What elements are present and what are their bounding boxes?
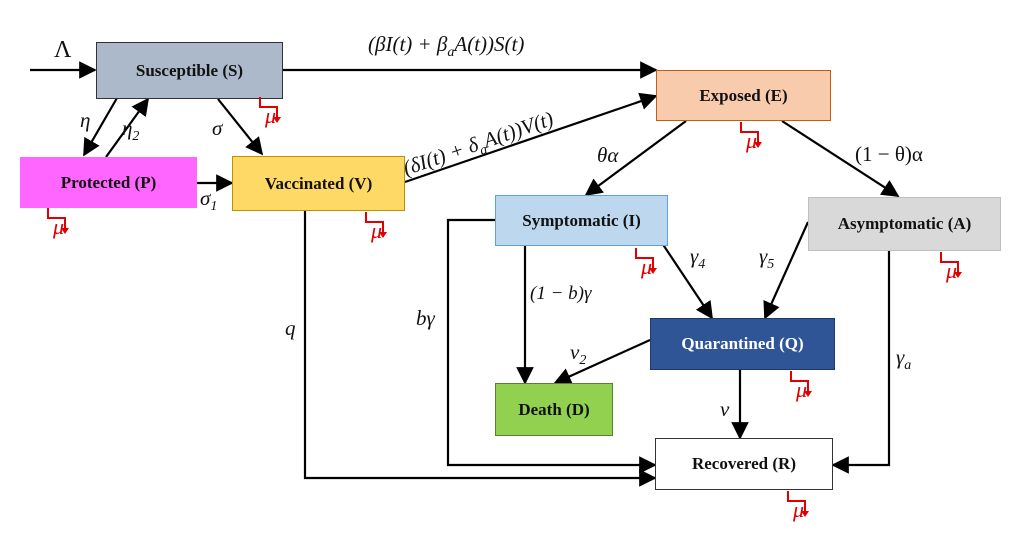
arrow-q-to-d [553, 338, 651, 385]
vaccinated-box: Vaccinated (V) [232, 156, 405, 211]
susceptible-box: Susceptible (S) [96, 42, 283, 99]
one-minus-theta-alpha-label: (1 − θ)α [855, 142, 923, 166]
theta-alpha-label: θα [597, 143, 619, 167]
death-rate-r: μ [787, 491, 815, 521]
recovered-box: Recovered (R) [655, 438, 833, 490]
sigma-label: σ [212, 116, 223, 140]
arrow-a-to-q [763, 221, 810, 320]
one-minus-b-gamma-label: (1 − b)γ [530, 283, 592, 304]
death-box: Death (D) [495, 383, 613, 436]
recruitment-label: Λ [54, 37, 72, 63]
arrow-v-to-e [404, 92, 658, 184]
death-rate-p: μ [47, 208, 75, 238]
nu-label: ν [720, 397, 730, 421]
death-rate-q: μ [790, 371, 818, 401]
arrow-a-to-r [831, 251, 891, 474]
arrow-i-to-q [659, 239, 713, 320]
eta2-label: η2 [122, 116, 140, 145]
exposed-box: Exposed (E) [656, 70, 831, 121]
eta-label: η [80, 108, 91, 132]
death-rate-a: μ [940, 252, 968, 282]
arrow-i-to-r [446, 218, 657, 474]
quarantined-box: Quarantined (Q) [650, 318, 835, 370]
death-rate-s: μ [259, 97, 287, 127]
arrow-e-to-i [584, 120, 687, 197]
arrow-v-to-r [303, 210, 657, 487]
symptomatic-box: Symptomatic (I) [495, 195, 668, 246]
gamma4-label: γ4 [690, 244, 706, 273]
arrow-s-to-p [83, 97, 118, 157]
gamma-a-label: γa [896, 345, 912, 374]
b-gamma-label: bγ [416, 306, 435, 330]
infection-force-s-label: (βI(t) + βaA(t))S(t) [368, 32, 525, 61]
death-rate-i: μ [635, 248, 663, 278]
asymptomatic-box: Asymptomatic (A) [808, 197, 1001, 251]
arrow-e-to-a [781, 120, 900, 197]
gamma5-label: γ5 [759, 244, 775, 273]
arrow-p-to-s [105, 97, 150, 158]
q-label: q [285, 316, 296, 340]
nu2-label: ν2 [570, 340, 587, 369]
arrow-s-to-v [217, 98, 264, 156]
death-rate-v: μ [365, 212, 393, 242]
death-rate-e: μ [740, 122, 768, 152]
sigma1-label: σ1 [200, 186, 218, 215]
protected-box: Protected (P) [20, 157, 197, 208]
